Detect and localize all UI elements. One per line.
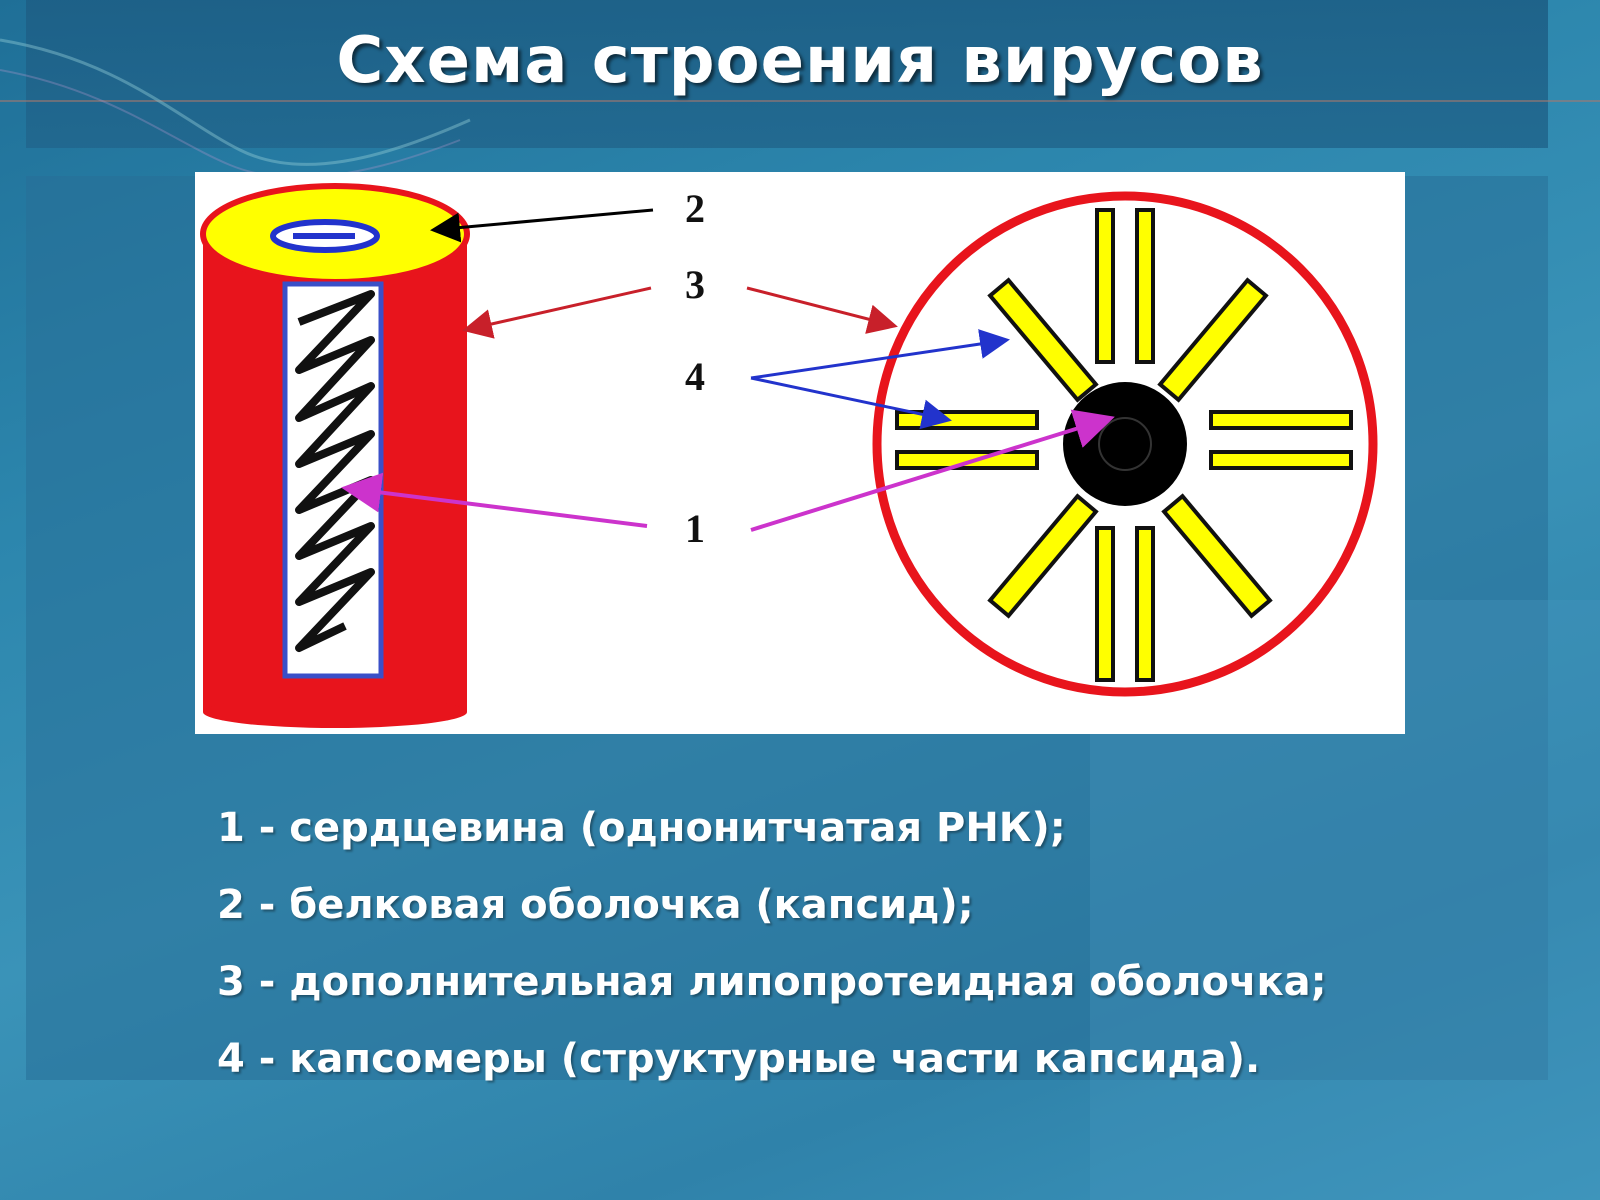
capsomere-top (1095, 208, 1155, 364)
legend-item-capsid: 2 - белковая оболочка (капсид); (217, 882, 974, 928)
arrow-capsomere-upper (750, 329, 1010, 380)
virus-diagram-svg: 2 3 4 1 (200, 183, 1378, 728)
label-capsid: 2 (685, 186, 705, 231)
capsomere-ring (895, 208, 1353, 682)
capsomere-upper-right (1157, 277, 1269, 403)
legend: 1 - сердцевина (однонитчатая РНК); 2 - б… (217, 805, 1537, 1113)
arrow-core-right (750, 409, 1115, 532)
core-circle (1063, 382, 1187, 506)
label-capsomeres: 4 (685, 354, 705, 399)
callout-arrows (341, 208, 1115, 532)
legend-item-envelope: 3 - дополнительная липопротеидная оболоч… (217, 959, 1327, 1005)
virus-diagram: 2 3 4 1 (195, 172, 1405, 734)
cylinder-virion (200, 183, 470, 728)
envelope-bottom (203, 696, 467, 728)
arrow-envelope-right (746, 286, 898, 334)
capsomere-lower-left (987, 493, 1099, 619)
slide-title: Схема строения вирусов (336, 24, 1264, 98)
legend-item-core: 1 - сердцевина (однонитчатая РНК); (217, 805, 1066, 851)
capsomere-lower-right (1161, 493, 1273, 619)
arrow-core-left (341, 472, 648, 528)
title-band (26, 0, 1548, 148)
arrow-capsomere-left (750, 376, 952, 430)
capsomere-right (1209, 410, 1353, 470)
arrow-capsid (430, 208, 654, 243)
rna-helix (295, 290, 375, 652)
capsomere-bottom (1095, 526, 1155, 682)
legend-item-capsomeres: 4 - капсомеры (структурные части капсида… (217, 1036, 1261, 1082)
capsomere-upper-left (987, 277, 1099, 403)
arrow-envelope-left (462, 286, 652, 339)
label-envelope: 3 (685, 262, 705, 307)
decorative-rule (0, 100, 1600, 102)
label-core: 1 (685, 506, 705, 551)
cross-section (872, 191, 1378, 697)
